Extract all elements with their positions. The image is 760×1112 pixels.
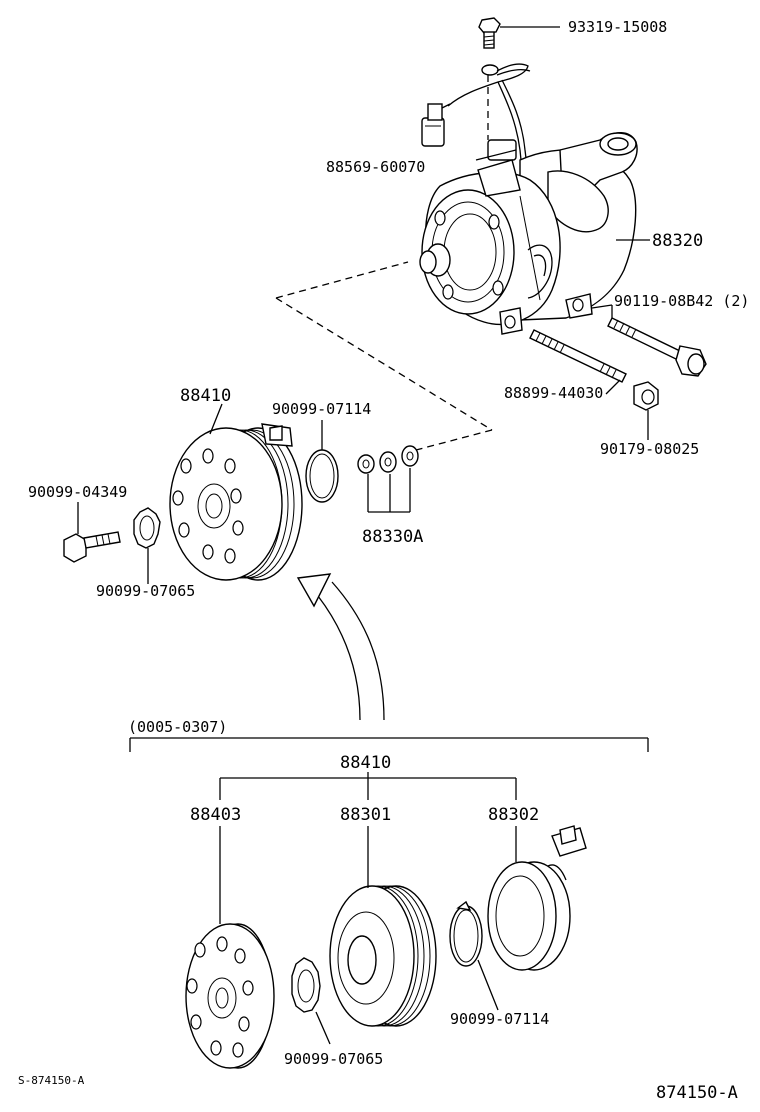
label-shaft-bolt: 90099-04349 xyxy=(28,483,127,501)
nut xyxy=(633,381,659,411)
shims xyxy=(357,445,419,513)
stud xyxy=(529,329,627,383)
label-shims: 88330A xyxy=(362,527,423,547)
stator-lower xyxy=(487,825,587,971)
label-bolt-top: 93319-15008 xyxy=(568,18,667,36)
shaft-bolt xyxy=(63,531,121,563)
label-compressor: 88320 xyxy=(652,231,703,251)
leaders-top xyxy=(475,149,650,440)
label-washer-lower: 90099-07065 xyxy=(284,1050,383,1068)
label-stud: 88899-44030 xyxy=(504,384,603,402)
diagram-code-small: S-874150-A xyxy=(18,1074,85,1087)
top-bolt xyxy=(478,17,501,49)
label-connector: 88569-60070 xyxy=(326,158,425,176)
pulley-lower xyxy=(329,885,437,1027)
label-nut: 90179-08025 xyxy=(600,440,699,458)
long-bolt xyxy=(607,317,707,377)
compressor-body xyxy=(419,132,638,335)
washer-upper xyxy=(133,507,161,549)
bracket-lower xyxy=(129,737,649,800)
diagram-code-large: 874150-A xyxy=(656,1083,738,1103)
label-date-range: (0005-0307) xyxy=(128,718,227,736)
label-snap-ring-upper: 90099-07114 xyxy=(272,400,371,418)
label-clutch-assembly-lower: 88410 xyxy=(340,753,391,773)
label-long-bolt: 90119-08B42 (2) xyxy=(614,292,749,310)
snap-ring-upper xyxy=(305,449,339,503)
arrow-indicator xyxy=(296,573,385,721)
pressure-plate-lower xyxy=(185,923,275,1069)
washer-lower xyxy=(291,957,321,1013)
label-snap-ring-lower: 90099-07114 xyxy=(450,1010,549,1028)
clutch-assembly-upper xyxy=(169,423,303,581)
snap-ring-lower xyxy=(449,900,483,967)
label-pressure-plate: 88403 xyxy=(190,805,241,825)
label-pulley: 88301 xyxy=(340,805,391,825)
label-washer-upper: 90099-07065 xyxy=(96,582,195,600)
compressor-assembly xyxy=(419,17,707,411)
label-stator: 88302 xyxy=(488,805,539,825)
label-clutch-assembly: 88410 xyxy=(180,386,231,406)
